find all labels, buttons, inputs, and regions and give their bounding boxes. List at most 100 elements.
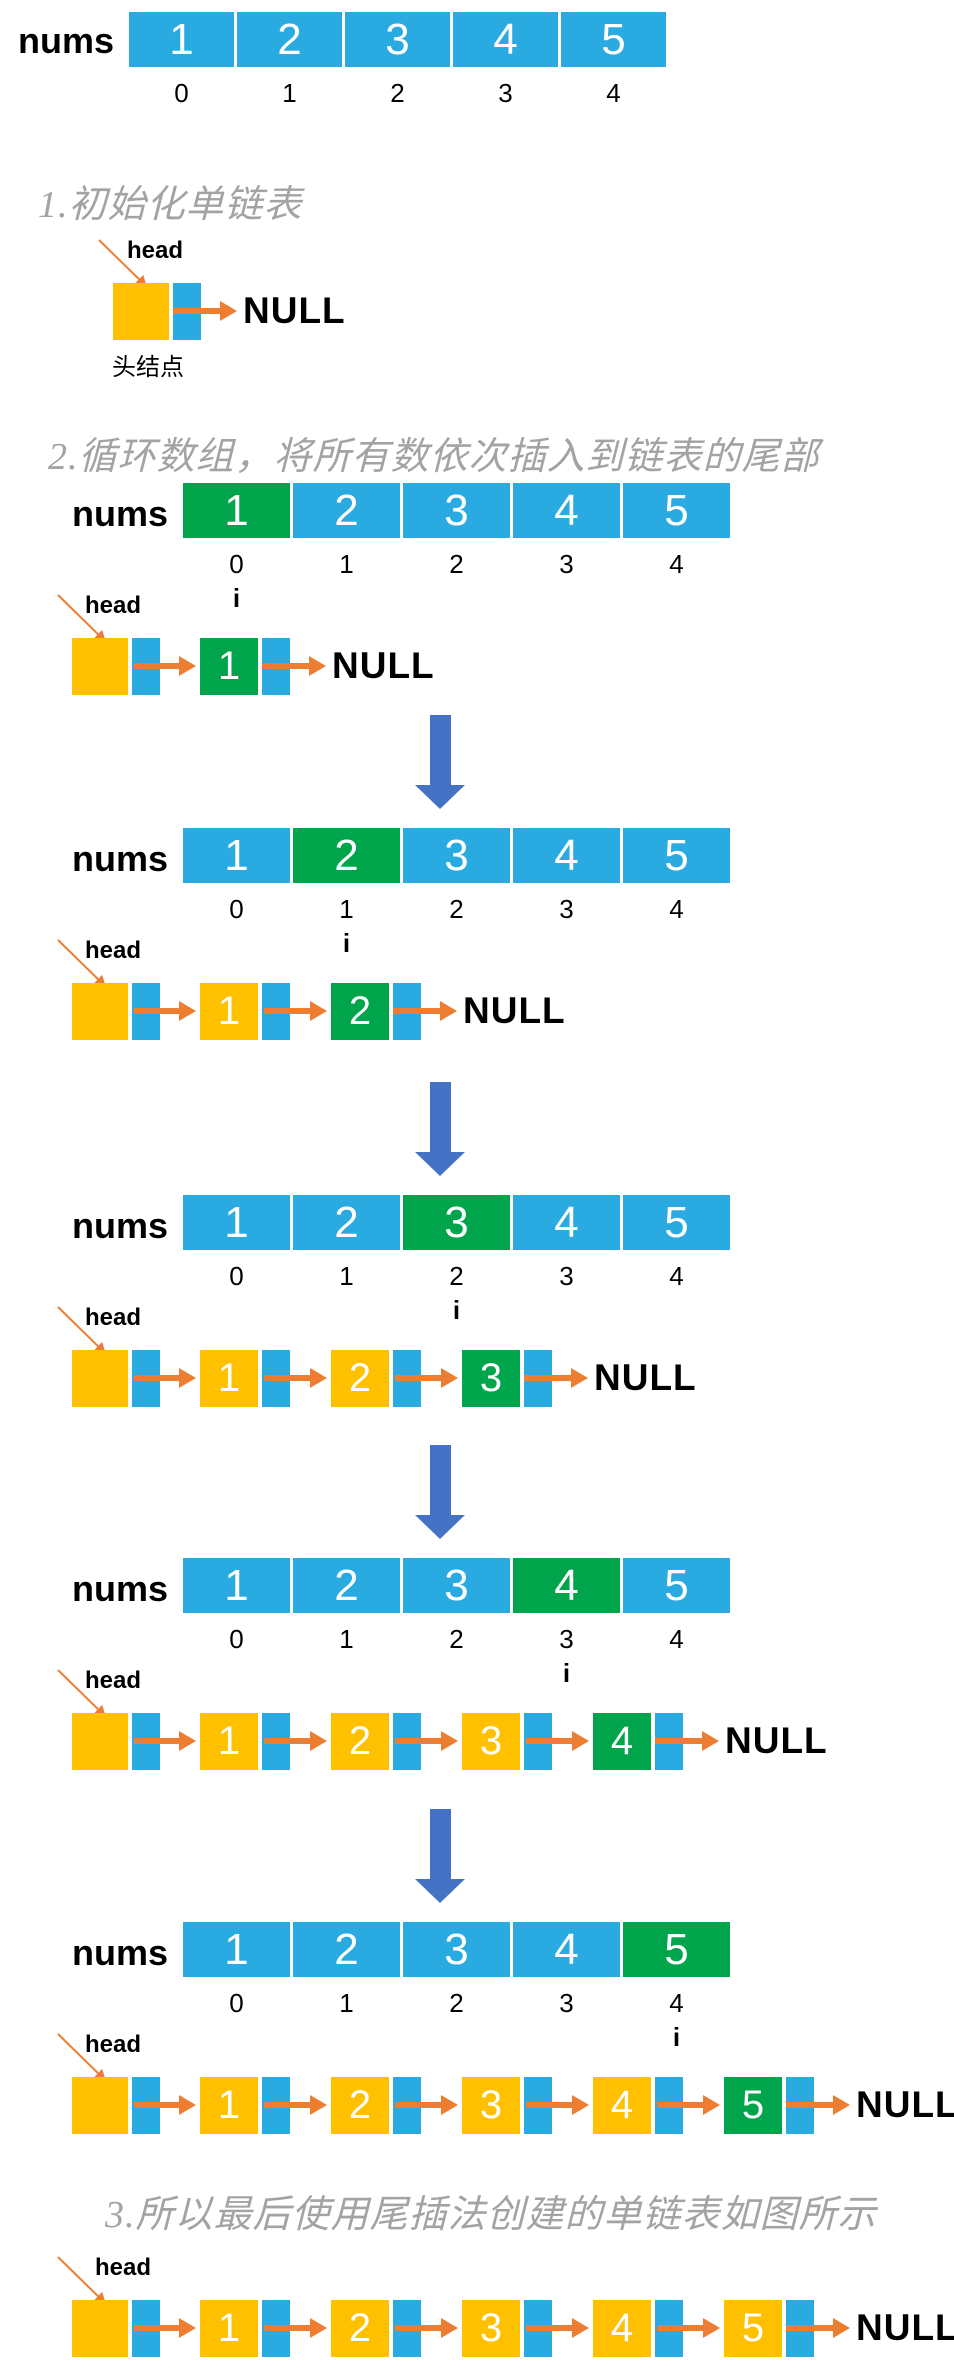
next-pointer-arrow bbox=[134, 2318, 196, 2338]
array-cell: 5 bbox=[623, 483, 730, 538]
array-cell: 3 bbox=[403, 1922, 510, 1977]
null-pointer-arrow bbox=[173, 301, 237, 321]
array-cell: 5 bbox=[623, 1195, 730, 1250]
array-index: 3 bbox=[559, 1988, 574, 2018]
head-node-data bbox=[72, 2077, 128, 2134]
null-pointer-arrow bbox=[786, 2318, 850, 2338]
loop-index-pointer: i bbox=[452, 1295, 461, 1325]
list-node-data: 1 bbox=[200, 1350, 258, 1407]
array-cell: 1 bbox=[183, 1922, 290, 1977]
list-node-data: 4 bbox=[593, 1713, 651, 1770]
array-cell: 3 bbox=[403, 1195, 510, 1250]
list-node-data: 4 bbox=[593, 2300, 651, 2357]
array-index: 4 bbox=[606, 78, 621, 108]
array-index: 0 bbox=[229, 1624, 244, 1654]
array-index: 2 bbox=[449, 1624, 464, 1654]
head-pointer-arrow bbox=[57, 2256, 101, 2299]
null-label: NULL bbox=[856, 2307, 954, 2348]
array-cell: 3 bbox=[403, 483, 510, 538]
array-index: 3 bbox=[559, 549, 574, 579]
next-pointer-arrow bbox=[134, 1001, 196, 1021]
loop-index-pointer: i bbox=[672, 2022, 681, 2052]
list-node-data: 2 bbox=[331, 2300, 389, 2357]
list-node-data: 2 bbox=[331, 2077, 389, 2134]
array-index: 2 bbox=[449, 894, 464, 924]
list-node-data: 3 bbox=[462, 1350, 520, 1407]
array-index: 1 bbox=[339, 894, 354, 924]
next-pointer-arrow bbox=[526, 2318, 589, 2338]
head-node-caption: 头结点 bbox=[112, 354, 184, 381]
next-pointer-arrow bbox=[526, 2095, 589, 2115]
next-pointer-arrow bbox=[134, 656, 196, 676]
array-cell: 2 bbox=[293, 483, 400, 538]
array-index: 1 bbox=[339, 1261, 354, 1291]
head-node-data bbox=[113, 283, 169, 340]
stage-transition-arrow bbox=[430, 1082, 451, 1154]
array-index: 3 bbox=[559, 1624, 574, 1654]
nums-label: nums bbox=[72, 1568, 169, 1609]
array-index: 1 bbox=[282, 78, 297, 108]
null-label: NULL bbox=[725, 1720, 828, 1761]
head-label: head bbox=[85, 2031, 142, 2058]
array-cell: 3 bbox=[345, 12, 450, 67]
nums-label: nums bbox=[72, 1932, 169, 1973]
stage-transition-arrow bbox=[430, 715, 451, 787]
nums-label: nums bbox=[18, 20, 115, 61]
next-pointer-arrow bbox=[264, 2095, 327, 2115]
stage-transition-arrowhead bbox=[415, 1152, 465, 1176]
array-index: 0 bbox=[229, 549, 244, 579]
array-index: 2 bbox=[449, 1988, 464, 2018]
list-node-data: 1 bbox=[200, 2300, 258, 2357]
next-pointer-arrow bbox=[395, 2318, 458, 2338]
stage-transition-arrowhead bbox=[415, 1515, 465, 1539]
array-cell: 4 bbox=[453, 12, 558, 67]
head-node-data bbox=[72, 638, 128, 695]
array-index: 1 bbox=[339, 1988, 354, 2018]
null-label: NULL bbox=[594, 1357, 697, 1398]
next-pointer-arrow bbox=[134, 1368, 196, 1388]
array-index: 4 bbox=[669, 549, 684, 579]
array-cell: 1 bbox=[129, 12, 234, 67]
array-index: 2 bbox=[449, 549, 464, 579]
loop-index-pointer: i bbox=[342, 928, 351, 958]
array-index: 1 bbox=[339, 1624, 354, 1654]
array-cell: 5 bbox=[623, 828, 730, 883]
list-node-data: 5 bbox=[724, 2077, 782, 2134]
array-index: 0 bbox=[229, 1988, 244, 2018]
next-pointer-arrow bbox=[395, 1368, 458, 1388]
stage-transition-arrow bbox=[430, 1809, 451, 1881]
list-node-data: 1 bbox=[200, 2077, 258, 2134]
next-pointer-arrow bbox=[264, 1368, 327, 1388]
step2-heading: 2.循环数组，将所有数依次插入到链表的尾部 bbox=[48, 436, 820, 478]
array-index: 0 bbox=[174, 78, 189, 108]
stage-transition-arrowhead bbox=[415, 1879, 465, 1903]
next-pointer-arrow bbox=[134, 1731, 196, 1751]
array-cell: 5 bbox=[623, 1558, 730, 1613]
array-index: 4 bbox=[669, 894, 684, 924]
next-pointer-arrow bbox=[264, 1731, 327, 1751]
list-node-data: 3 bbox=[462, 2300, 520, 2357]
array-cell: 2 bbox=[293, 828, 400, 883]
null-pointer-arrow bbox=[262, 656, 326, 676]
array-cell: 4 bbox=[513, 1195, 620, 1250]
list-node-data: 5 bbox=[724, 2300, 782, 2357]
array-index: 2 bbox=[449, 1261, 464, 1291]
list-node-data: 3 bbox=[462, 1713, 520, 1770]
stage-transition-arrowhead bbox=[415, 785, 465, 809]
head-node-data bbox=[72, 1350, 128, 1407]
array-index: 4 bbox=[669, 1988, 684, 2018]
array-index: 0 bbox=[229, 1261, 244, 1291]
array-cell: 4 bbox=[513, 1922, 620, 1977]
step1-heading: 1.初始化单链表 bbox=[38, 184, 303, 226]
array-cell: 3 bbox=[403, 828, 510, 883]
array-cell: 4 bbox=[513, 483, 620, 538]
list-node-data: 1 bbox=[200, 983, 258, 1040]
null-pointer-arrow bbox=[655, 1731, 719, 1751]
list-node-data: 1 bbox=[200, 638, 258, 695]
head-label: head bbox=[85, 1304, 142, 1331]
head-label: head bbox=[127, 237, 184, 264]
head-node-data bbox=[72, 2300, 128, 2357]
array-cell: 5 bbox=[623, 1922, 730, 1977]
head-node-data bbox=[72, 983, 128, 1040]
